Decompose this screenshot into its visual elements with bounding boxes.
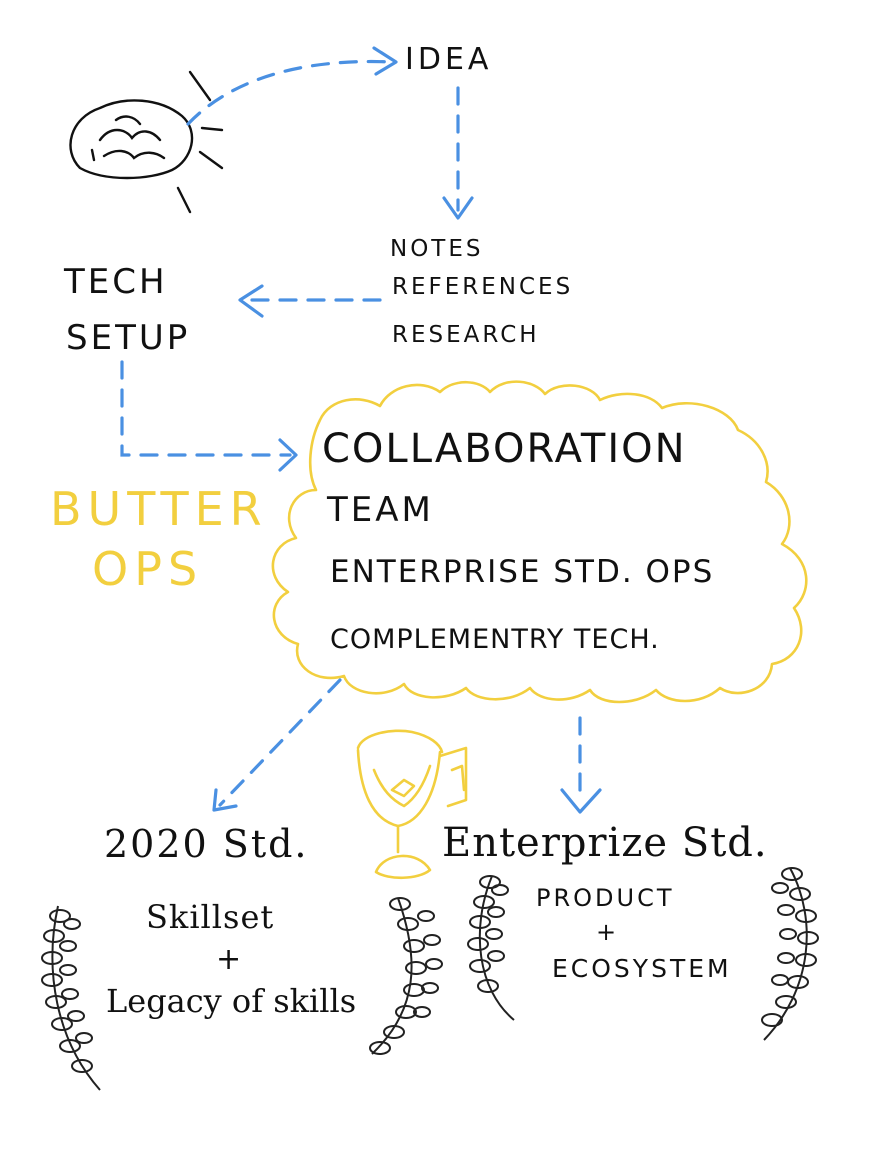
references-label: REFERENCES	[392, 274, 574, 300]
arrow-cloud-to-2020	[218, 678, 342, 807]
ecosystem-label: ECOSYSTEM	[552, 954, 732, 983]
product-label: PRODUCT	[536, 884, 675, 912]
butter-label: BUTTER	[50, 482, 268, 536]
skillset-label: Skillset	[146, 898, 275, 936]
legacy-label: Legacy of skills	[106, 982, 357, 1020]
plus-right: +	[596, 918, 620, 946]
arrow-heads	[212, 46, 602, 814]
brain-icon	[69, 70, 224, 214]
cloud-item-enterprise-std-ops: ENTERPRISE STD. OPS	[330, 554, 715, 590]
arrow-setup-to-cloud	[120, 360, 292, 457]
std-2020-label: 2020 Std.	[104, 822, 309, 866]
setup-label: SETUP	[66, 318, 191, 358]
laurel-icon	[41, 867, 819, 1091]
notes-label: NOTES	[390, 236, 484, 262]
ops-label: OPS	[92, 542, 204, 596]
idea-label: IDEA	[405, 42, 493, 77]
tech-label: TECH	[64, 262, 168, 302]
collaboration-cloud	[271, 380, 808, 704]
plus-left: +	[216, 942, 245, 977]
cloud-item-complementry-tech: COMPLEMENTRY TECH.	[330, 624, 660, 655]
cloud-item-collaboration: COLLABORATION	[322, 426, 687, 472]
trophy-icon	[356, 729, 468, 880]
flow-arrows	[120, 59, 582, 807]
research-label: RESEARCH	[392, 322, 540, 348]
arrow-brain-to-idea	[186, 59, 394, 126]
enterprize-std-label: Enterprize Std.	[442, 820, 768, 866]
cloud-item-team: TEAM	[327, 490, 434, 530]
